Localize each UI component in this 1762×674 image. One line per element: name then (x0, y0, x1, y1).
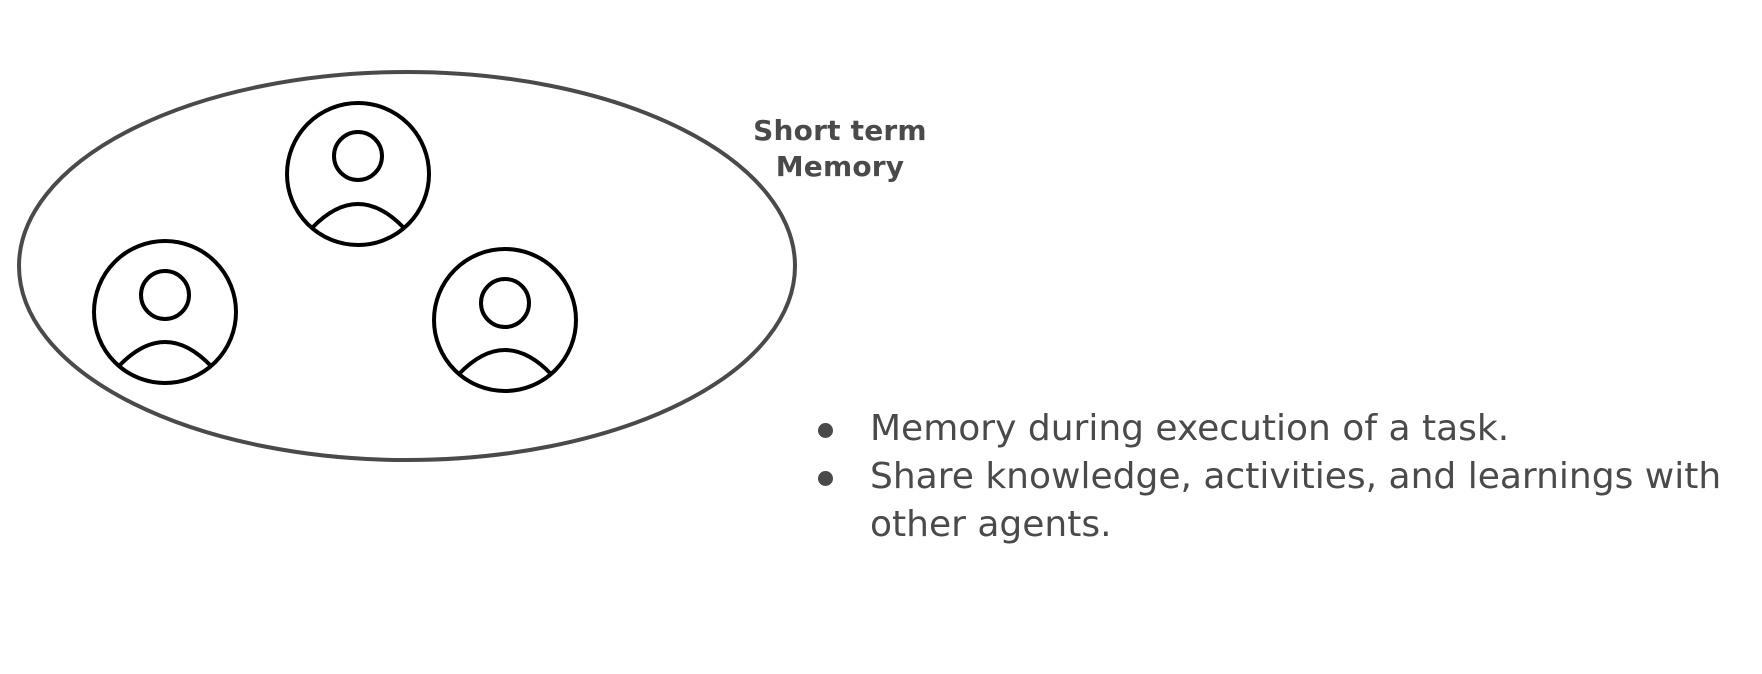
bullet-item: Share knowledge, activities, and learnin… (812, 453, 1752, 549)
bullet-text: Share knowledge, activities, and learnin… (870, 456, 1722, 545)
bullet-dot-icon (818, 471, 833, 486)
bullet-text: Memory during execution of a task. (870, 408, 1510, 449)
agent-user-icon-left (92, 239, 238, 385)
short-term-memory-label: Short term Memory (730, 113, 950, 185)
agent-user-icon-right (432, 247, 578, 393)
bullet-item: Memory during execution of a task. (812, 405, 1752, 453)
bullet-list: Memory during execution of a task. Share… (812, 405, 1752, 549)
memory-label-line-1: Short term (753, 114, 927, 147)
short-term-memory-ellipse (17, 70, 797, 462)
agent-user-icon-top (285, 101, 431, 247)
bullet-dot-icon (818, 423, 833, 438)
memory-label-line-2: Memory (775, 150, 905, 183)
